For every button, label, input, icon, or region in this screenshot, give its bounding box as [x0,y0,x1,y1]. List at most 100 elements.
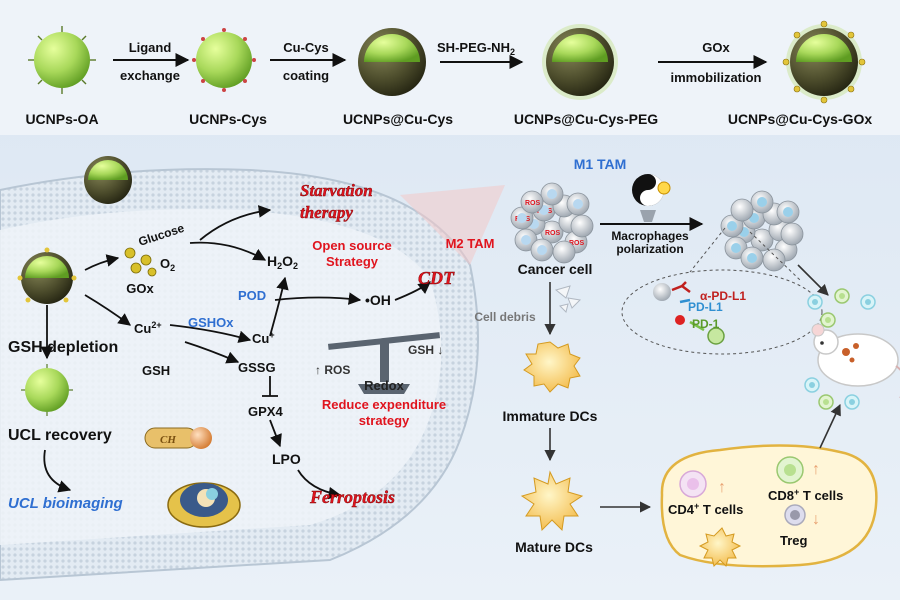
ros-tag: ROS [545,230,561,237]
step-1-line-1: Ligand [129,40,172,55]
cd8-t-cells-label: CD8+ T cells [768,487,843,503]
gsh-label: GSH [142,363,170,378]
cancer-cell-cluster: ROSROSROSROSROS [510,182,594,264]
ros-label: ↑ ROS [315,363,350,377]
cluster-to-mouse-arrow [797,264,829,296]
cluster-cell-nucleus [727,221,737,231]
lymph-node: ↑ ↑ ↓ [660,444,878,568]
open-source-line-2: Strategy [326,254,379,269]
stage-1-label: UCNPs-OA [25,111,98,127]
o2-label: O2 [160,256,175,273]
nanoparticle-ucnps-cu-cys-peg [542,24,618,100]
cluster-cell [730,198,754,222]
nanoparticle-entering [84,156,132,204]
treg-label: Treg [780,533,808,548]
hydroxyl-radical-label: •OH [365,292,391,308]
nanoparticle-ucnps-cu-cys [358,28,426,96]
redox-label: Redox [364,378,405,393]
cell-bioimaging-icon [167,482,241,528]
stage-4-label: UCNPs@Cu-Cys-PEG [514,111,658,127]
alpha-pd-l1-label: α-PD-L1 [700,289,746,303]
nanoparticle-ucnps-oa [28,26,96,94]
pod-label: POD [238,288,266,303]
starvation-therapy-line-2: therapy [300,203,353,222]
lymph-to-mouse-arrow [819,403,841,449]
cluster-cell [552,240,576,264]
stage-3-label: UCNPs@Cu-Cys [343,111,453,127]
starvation-therapy-line-1: Starvation [300,181,373,200]
gssg-label: GSSG [238,360,276,375]
pd-1-label: PD-1 [692,317,720,331]
nanoparticle-ucnps-cys [192,28,256,92]
macrophages-line-1: Macrophages [611,229,689,243]
open-source-line-1: Open source [312,238,391,253]
nanoparticle-ucnps-cu-cys-gox [782,20,866,104]
step-3-label: SH-PEG-NH2 [437,40,515,57]
t-cell-dots [804,288,876,410]
m1-tam-label: M1 TAM [574,156,627,172]
cluster-cell-nucleus [731,243,741,253]
top-band [0,0,900,135]
stage-2-label: UCNPs-Cys [189,111,267,127]
lpo-label: LPO [272,451,301,467]
gsh-depletion-label: GSH depletion [8,339,118,356]
svg-text:↑: ↑ [718,479,726,496]
gshox-label: GSHOx [188,315,234,330]
svg-text:↓: ↓ [812,511,820,528]
svg-text:↑: ↑ [812,461,820,478]
cluster-cell-nucleus [757,197,767,207]
redox-balance-icon [327,332,441,394]
gox-enzyme-icon [124,247,157,277]
cluster-cell-nucleus [537,245,547,255]
cell-debris-icon [554,285,582,313]
cu2-label: Cu2+ [134,320,162,336]
h2o2-label: H2O2 [267,253,298,271]
nanoparticle-ucl-recovery [21,364,73,416]
ucl-recovery-label: UCL recovery [8,427,112,444]
reduce-strategy-line-1: Reduce expenditure [322,397,446,412]
step-4-line-1: GOx [702,40,730,55]
cell-debris-label: Cell debris [474,310,536,324]
gsh-right-label: GSH ↓ [408,343,443,357]
gpx4-label: GPX4 [248,404,283,419]
cluster-cell [570,214,594,238]
immature-dc-icon [523,341,581,393]
mature-dcs-label: Mature DCs [515,539,593,555]
step-2-line-1: Cu-Cys [283,40,329,55]
pd-l1-label: PD-L1 [688,300,723,314]
zoom-ellipse [621,269,823,355]
cluster-cell-nucleus [747,253,757,263]
step-2-line-2: coating [283,68,329,83]
m2-tam-label: M2 TAM [446,236,495,251]
cluster-cell [780,222,804,246]
ros-tag: ROS [569,240,585,247]
capsule-icon: CH [144,427,212,449]
cluster-cell-nucleus [517,213,527,223]
cluster-cell [762,248,786,272]
mouse-icon [811,323,900,398]
cluster-cell-nucleus [547,189,557,199]
cluster-cell [520,190,544,214]
step-4-line-2: immobilization [671,70,762,85]
stage-5-label: UCNPs@Cu-Cys-GOx [728,111,873,127]
cluster-cell-nucleus [521,235,531,245]
cell-membrane [0,168,479,582]
nanoparticle-left [17,247,77,304]
cluster-cell-nucleus [783,207,793,217]
synthesis-row: UCNPs-OA Ligand exchange UCNPs-Cys Cu-Cy… [25,20,873,127]
cd4-t-cells-label: CD4+ T cells [668,501,743,517]
cluster-cell-nucleus [573,199,583,209]
svg-text:CH: CH [160,434,176,446]
immature-dcs-label: Immature DCs [503,408,598,424]
zoom-wedge [400,185,505,265]
ros-tag: ROS [525,200,541,207]
step-1-line-2: exchange [120,68,180,83]
treated-cell-cluster [720,190,804,272]
reduce-strategy-line-2: strategy [359,413,410,428]
mature-dc-icon [520,470,584,532]
ucl-bioimaging-label: UCL bioimaging [8,495,123,512]
cdt-label: CDT [418,268,455,288]
yin-yang-icon [632,174,671,222]
